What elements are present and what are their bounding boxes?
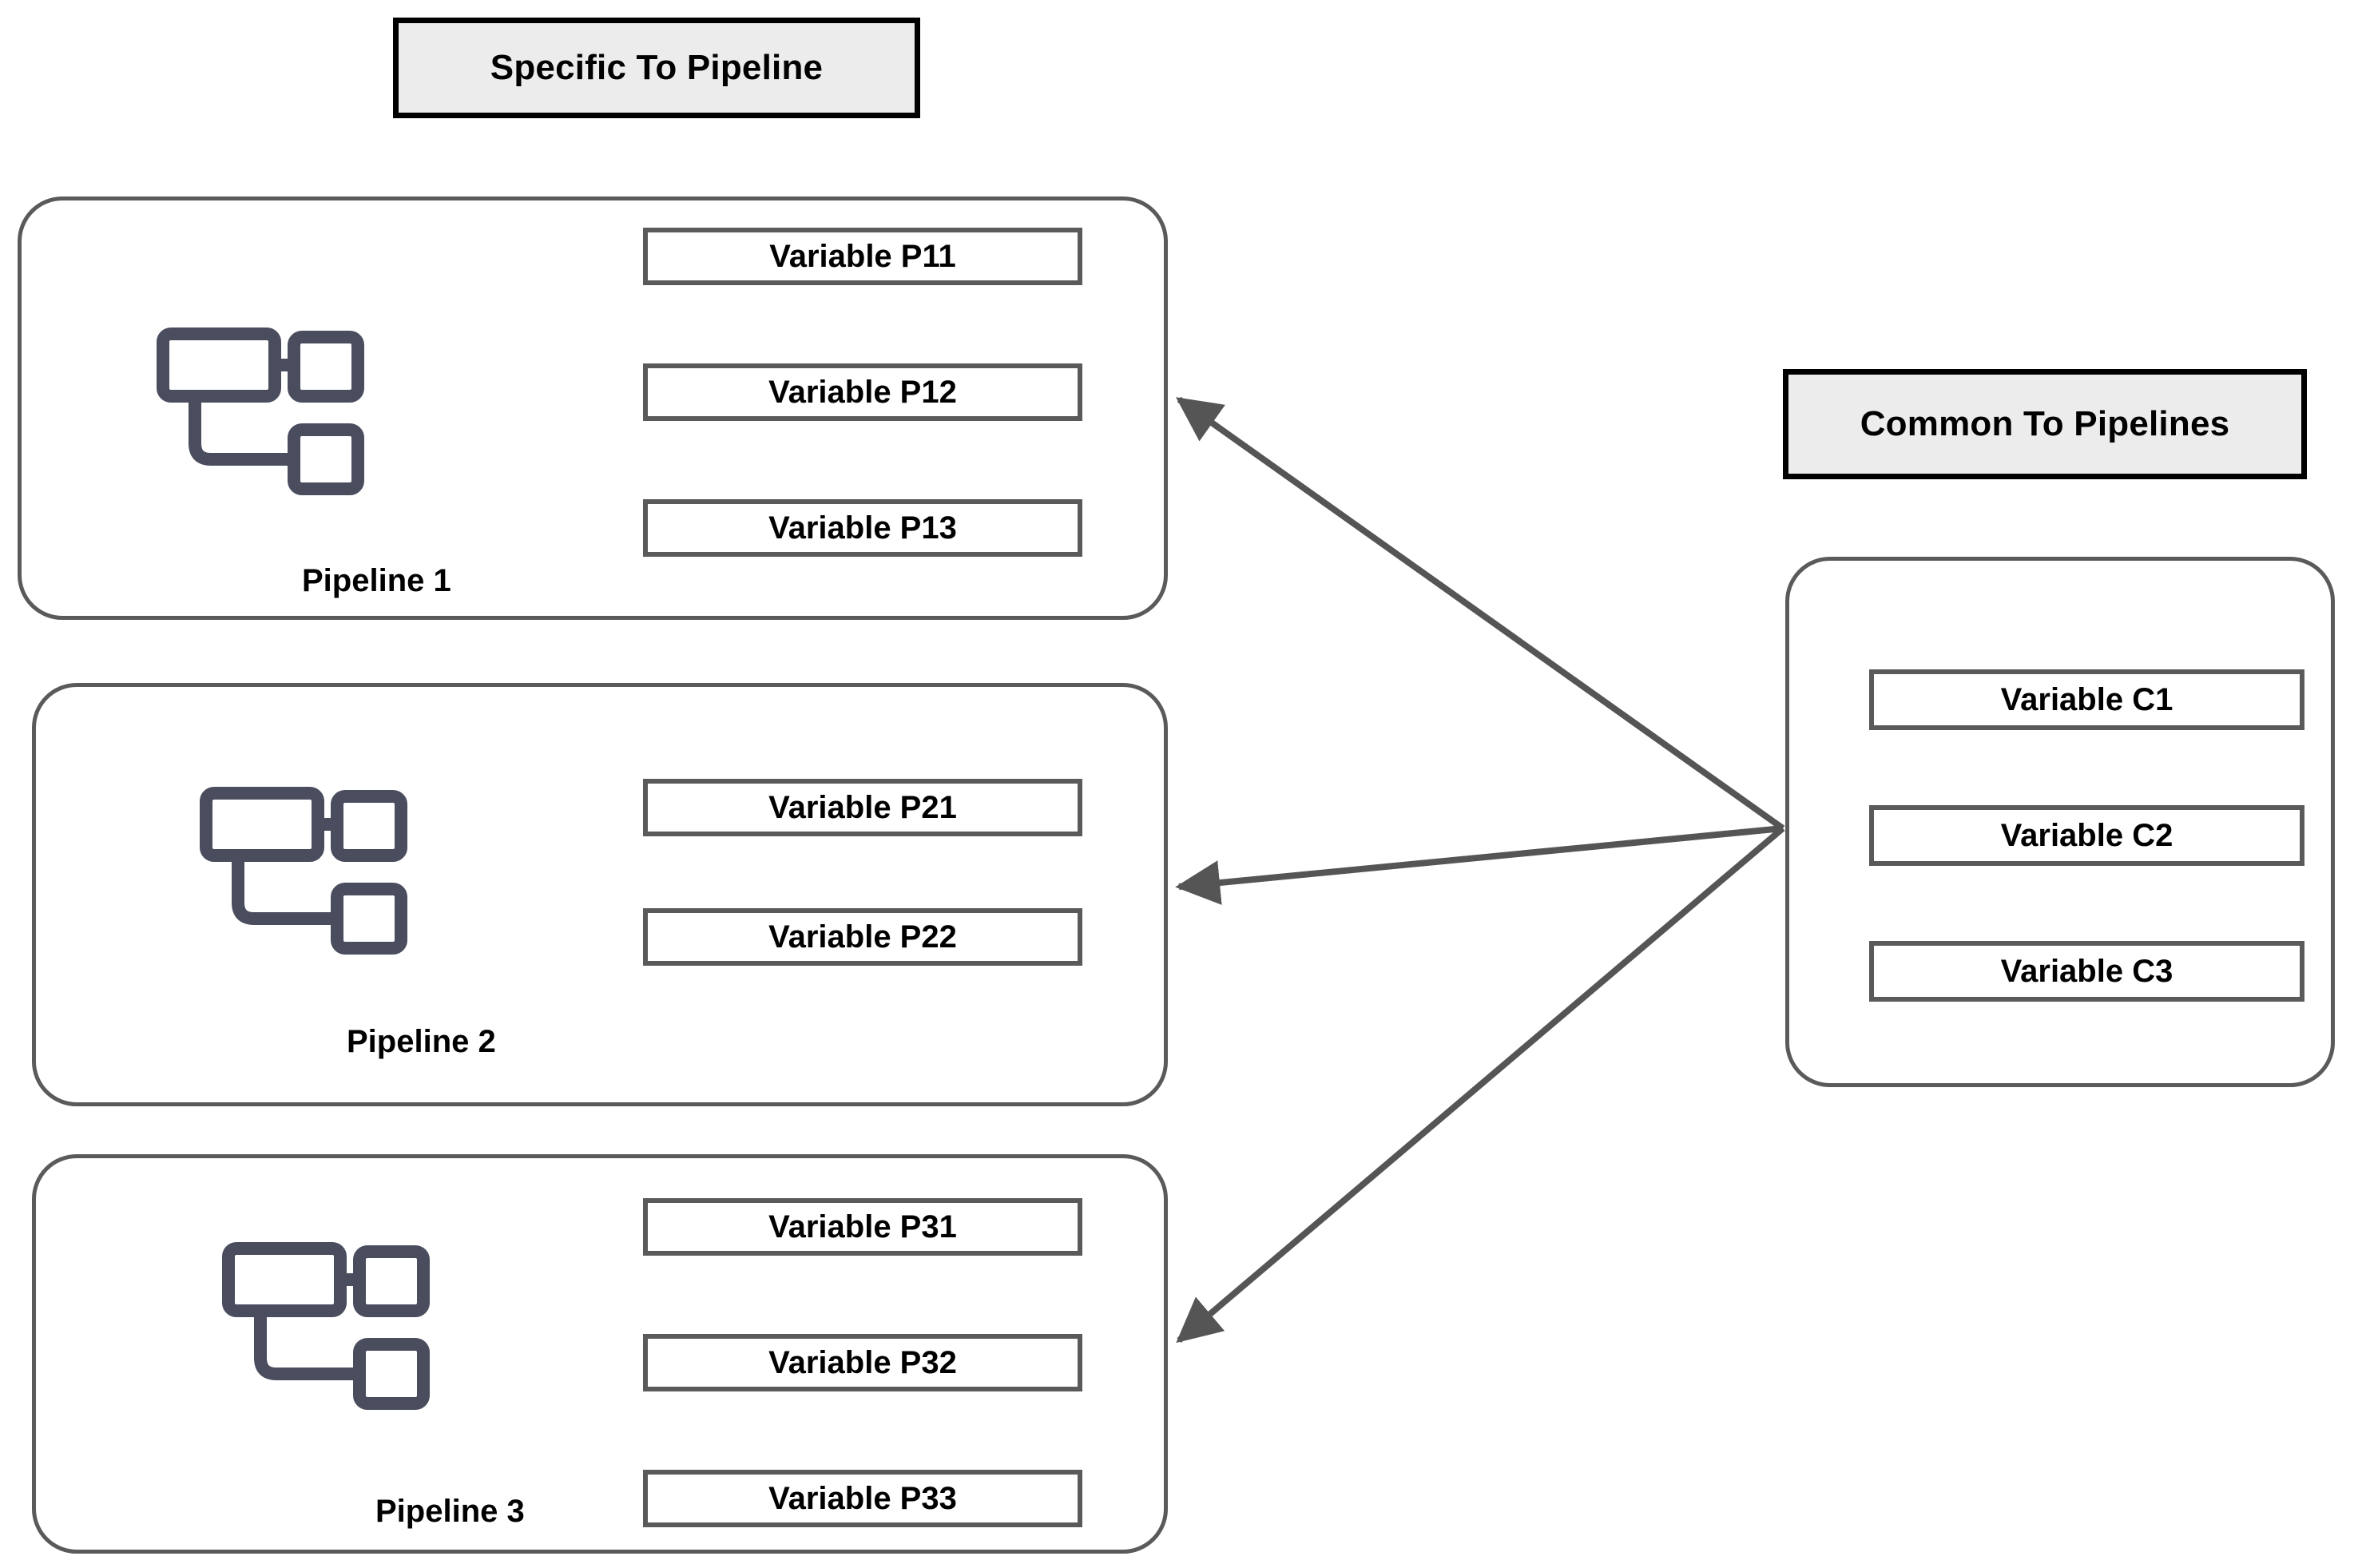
variable-label-c1: Variable C1 [2000,681,2173,717]
variable-label-p33: Variable P33 [768,1480,957,1516]
pipeline-caption-1: Pipeline 1 [302,563,451,598]
arrow-common-to-pipeline-1 [1176,396,1785,832]
variable-box-p11[interactable]: Variable P11 [643,228,1082,285]
arrow-common-to-pipeline-2 [1175,825,1784,905]
pipeline-flow-icon [200,787,407,959]
header-specific-to-pipeline: Specific To Pipeline [393,18,920,118]
variable-label-p21: Variable P21 [768,789,957,825]
pipeline-caption-2: Pipeline 2 [347,1024,496,1059]
variable-label-c3: Variable C3 [2000,953,2173,989]
variable-label-p32: Variable P32 [768,1344,957,1380]
variable-label-p11: Variable P11 [769,238,956,274]
variable-box-c1[interactable]: Variable C1 [1869,669,2304,730]
pipeline-flow-icon [222,1242,430,1414]
variable-box-c3[interactable]: Variable C3 [1869,941,2304,1002]
variable-label-p31: Variable P31 [768,1209,957,1244]
variable-box-p12[interactable]: Variable P12 [643,363,1082,421]
variable-label-c2: Variable C2 [2000,817,2173,853]
variable-box-p21[interactable]: Variable P21 [643,779,1082,836]
variable-box-c2[interactable]: Variable C2 [1869,805,2304,866]
variable-label-p12: Variable P12 [768,374,957,410]
variable-box-p22[interactable]: Variable P22 [643,908,1082,966]
variable-box-p31[interactable]: Variable P31 [643,1198,1082,1256]
variable-box-p32[interactable]: Variable P32 [643,1334,1082,1391]
header-common-label: Common To Pipelines [1860,404,2230,443]
variable-box-p13[interactable]: Variable P13 [643,499,1082,557]
pipeline-caption-3: Pipeline 3 [375,1494,525,1529]
variable-label-p13: Variable P13 [768,510,957,546]
variable-label-p22: Variable P22 [768,919,957,955]
arrow-common-to-pipeline-3 [1176,825,1785,1344]
header-common-to-pipelines: Common To Pipelines [1783,369,2307,479]
variable-box-p33[interactable]: Variable P33 [643,1470,1082,1527]
pipeline-flow-icon [157,327,364,499]
header-specific-label: Specific To Pipeline [490,48,824,87]
pipeline-group-2[interactable] [32,683,1168,1106]
